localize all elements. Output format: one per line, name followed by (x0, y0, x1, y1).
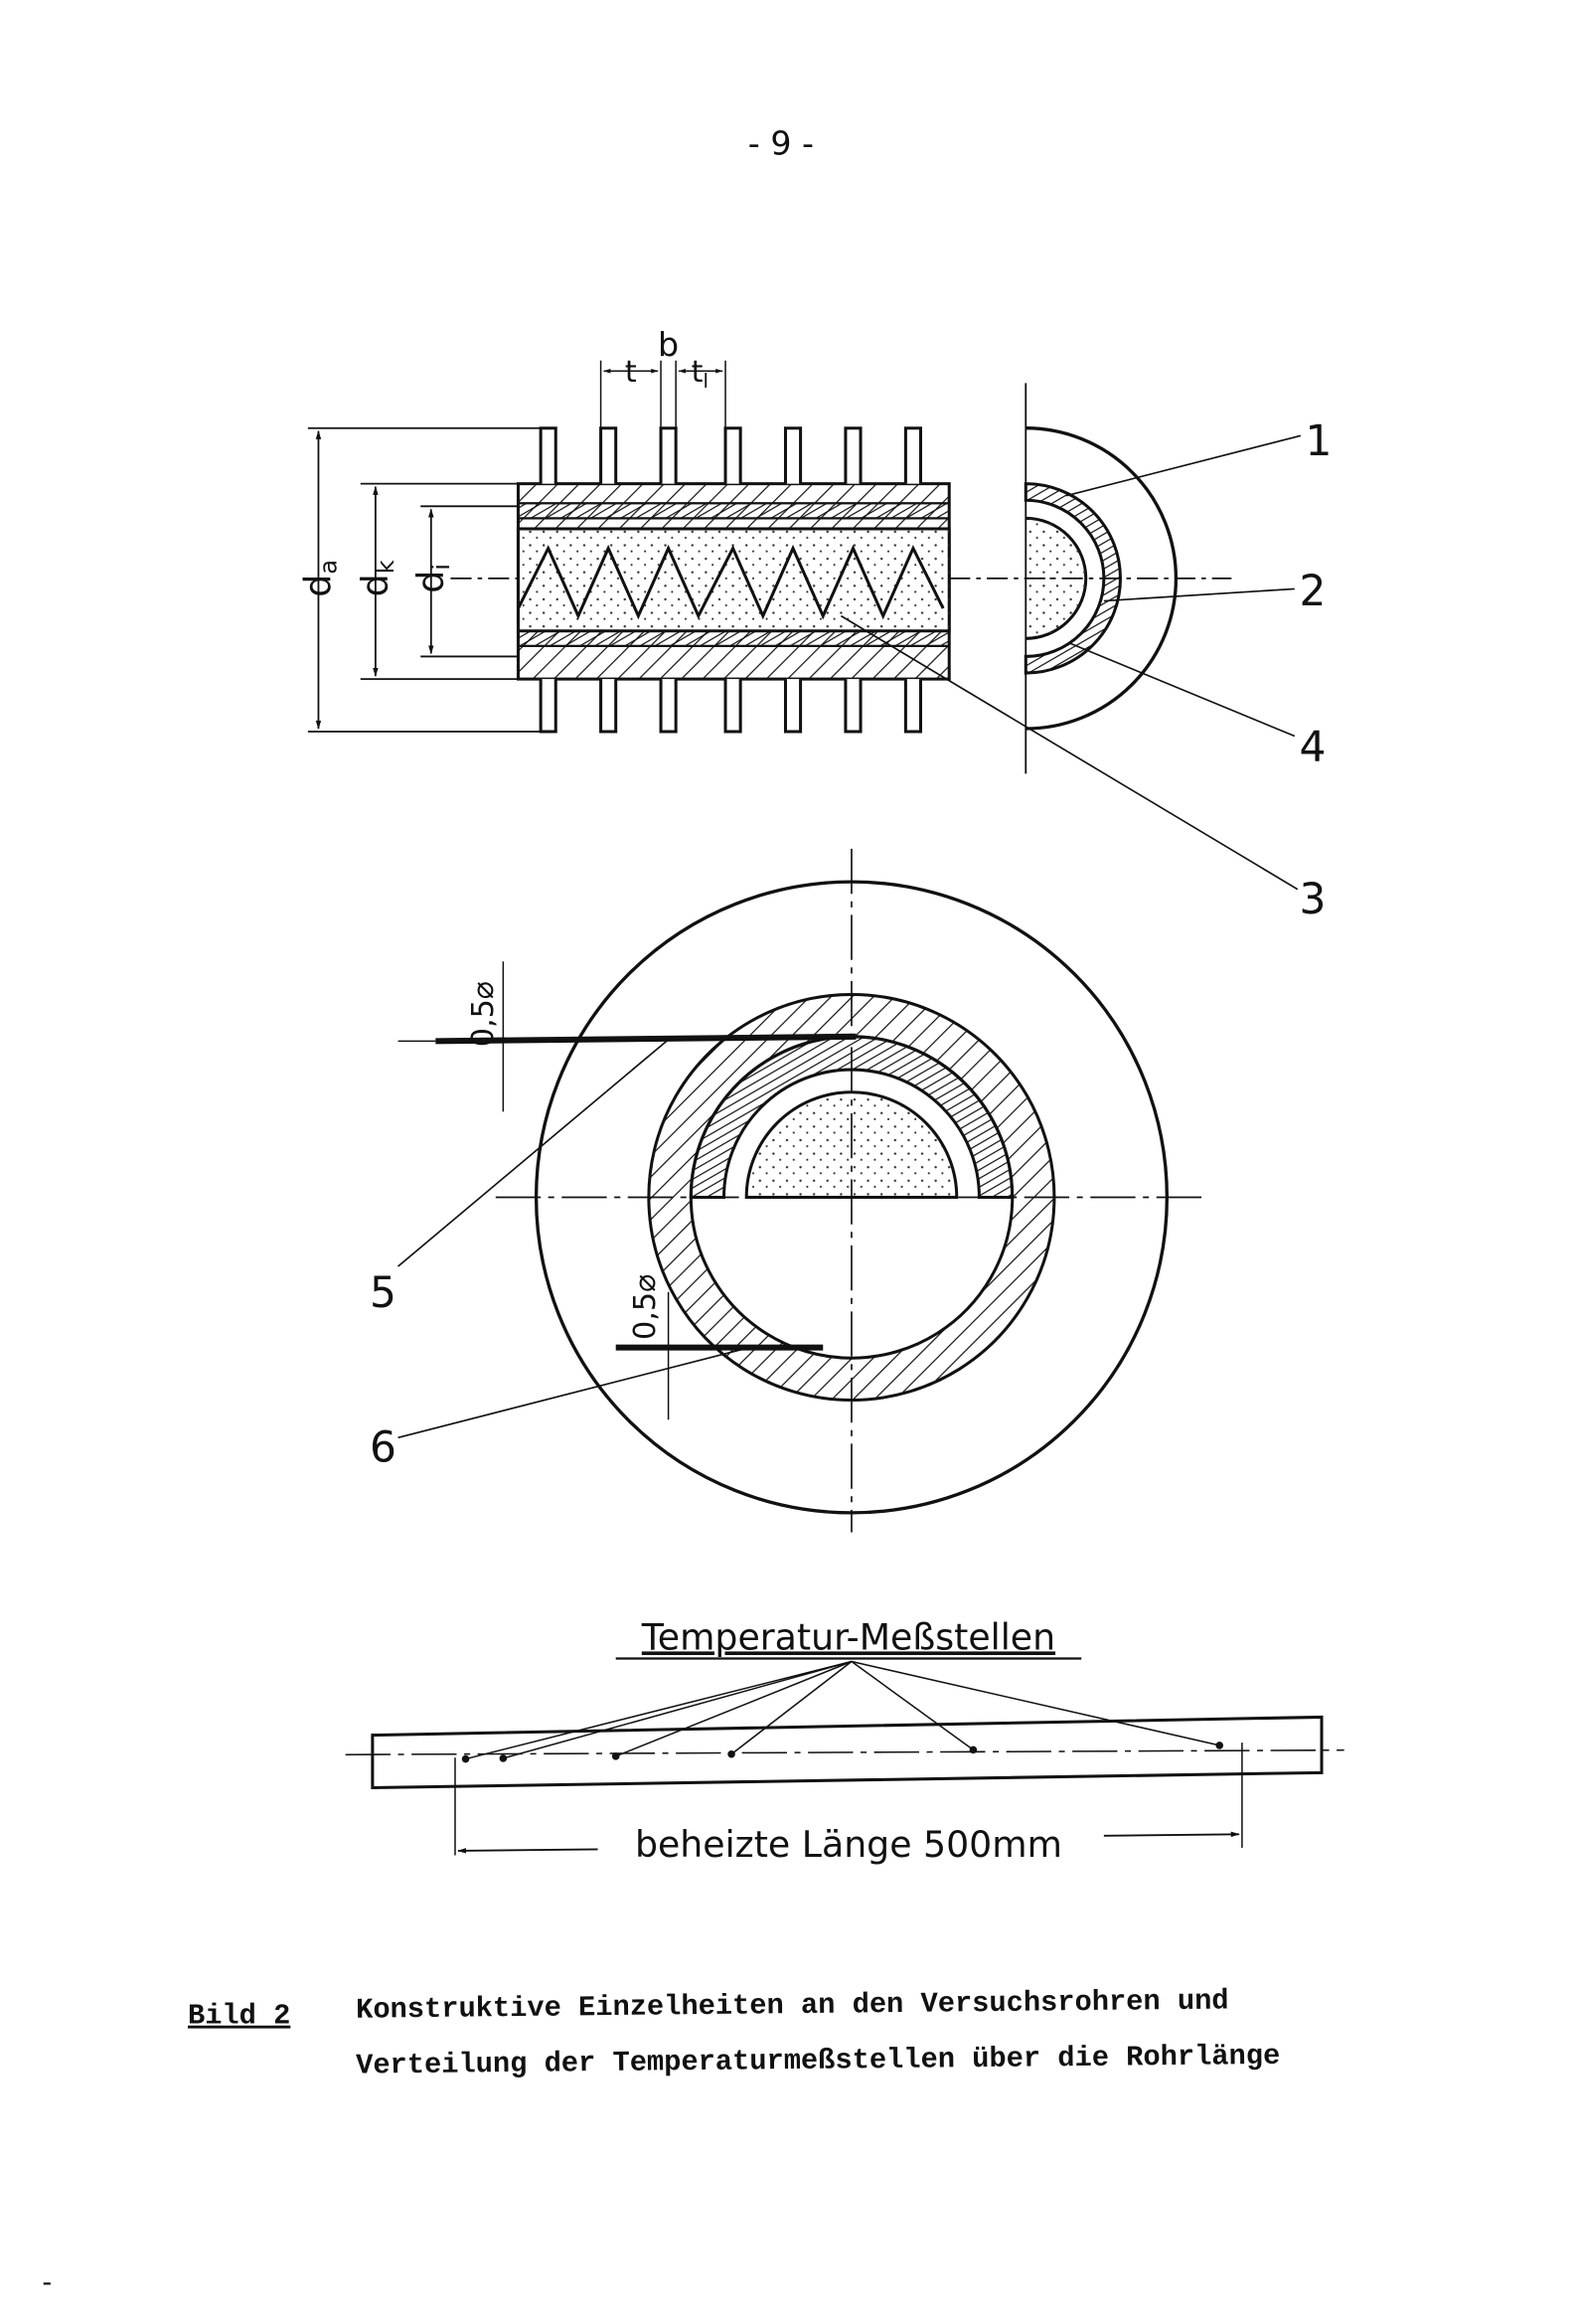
figure-caption: Bild 2 Konstruktive Einzelheiten an den … (188, 1984, 1280, 2081)
callout-5: 5 (370, 1268, 396, 1317)
measurement-leader-line (465, 1660, 853, 1760)
cross-section: 0,5⌀ 0,5⌀ 5 6 (370, 848, 1202, 1533)
measurement-leader-line (503, 1660, 853, 1759)
thermocouple-top-dim: 0,5⌀ (466, 981, 501, 1047)
measurement-point (611, 1752, 620, 1760)
callout-6: 6 (370, 1423, 396, 1472)
fin-tube-section: da dk di t b tl (297, 325, 1232, 734)
thermocouple-top (435, 1033, 857, 1045)
callout-2: 2 (1299, 567, 1326, 615)
callout-3: 3 (1299, 875, 1326, 923)
measurement-point (727, 1749, 735, 1758)
measurement-leader-line (851, 1660, 974, 1750)
dim-t: t (625, 355, 637, 390)
measurement-point (461, 1754, 470, 1763)
dim-dk: dk (354, 560, 399, 596)
measurement-leader-line (851, 1660, 1220, 1746)
measurement-point (499, 1754, 508, 1762)
caption-line-2: Verteilung der Temperaturmeßstellen über… (356, 2040, 1280, 2082)
rod-title: Temperatur-Meßstellen (641, 1615, 1055, 1658)
page-number: - 9 - (748, 124, 814, 163)
caption-line-1: Konstruktive Einzelheiten an den Versuch… (356, 1984, 1229, 2026)
measurement-point (969, 1745, 978, 1754)
dim-da: da (297, 560, 343, 597)
heated-length-label: beheizte Länge 500mm (635, 1823, 1062, 1866)
measurement-leader-line (730, 1660, 853, 1755)
fin-tube-end-view: 1 2 4 3 (840, 383, 1333, 923)
callout-4: 4 (1299, 723, 1326, 771)
caption-label: Bild 2 (188, 2000, 290, 2033)
dim-di: di (409, 564, 455, 593)
measurement-leader-line (615, 1660, 853, 1757)
rod-diagram: Temperatur-Meßstellen beheizte Länge 500… (345, 1615, 1344, 1866)
dim-b: b (658, 325, 679, 364)
callout-1: 1 (1306, 416, 1333, 465)
dim-tl: tl (692, 355, 709, 393)
measurement-point (1215, 1742, 1224, 1749)
footer-mark: - (42, 2267, 52, 2298)
thermocouple-bottom-dim: 0,5⌀ (628, 1274, 663, 1340)
